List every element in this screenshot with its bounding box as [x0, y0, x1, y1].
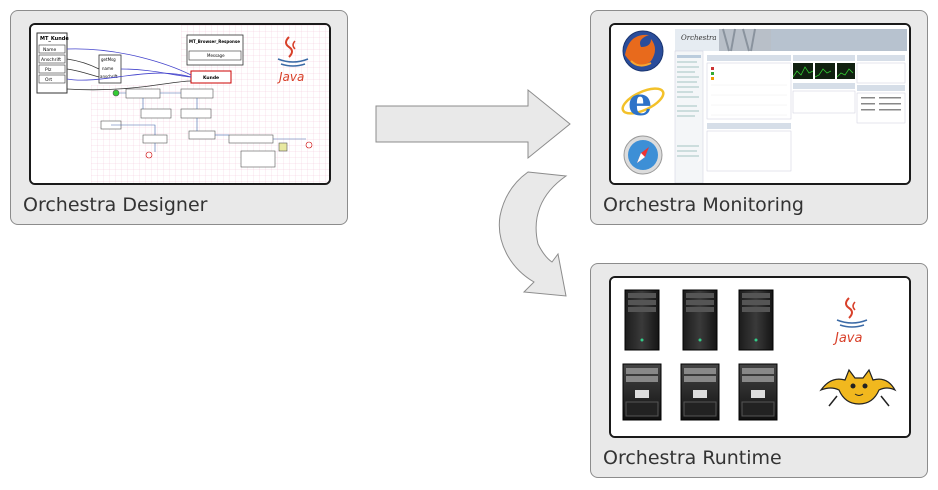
monitoring-panel: e Orchestra	[590, 10, 928, 225]
process-diagram: MT_Kunde Name Anschrift Plz Ort getMsg n…	[31, 25, 329, 183]
monitoring-caption: Orchestra Monitoring	[603, 194, 804, 216]
internet-explorer-icon: e	[621, 79, 665, 124]
entity-field: Name	[43, 47, 57, 53]
runtime-panel: Java Orchestra Runtime	[590, 263, 928, 478]
server-tower-icon	[682, 289, 718, 351]
server-tower-icon	[624, 289, 660, 351]
runtime-caption: Orchestra Runtime	[603, 447, 782, 469]
app-window: Orchestra	[674, 28, 907, 183]
designer-caption: Orchestra Designer	[23, 194, 208, 216]
runtime-infrastructure: Java	[611, 278, 909, 436]
monitoring-logo-text: Orchestra	[681, 34, 717, 42]
mapping-field: name	[102, 66, 114, 71]
safari-icon	[623, 135, 663, 175]
monitoring-view: e Orchestra	[611, 25, 909, 183]
response-box: MT_Browser_Response Message	[186, 34, 244, 66]
java-logo-text: Java	[277, 70, 304, 84]
runtime-screenshot: Java	[609, 276, 911, 438]
server-unit-icon	[622, 363, 662, 421]
server-unit-icon	[738, 363, 778, 421]
monitoring-screenshot: e Orchestra	[609, 23, 911, 185]
designer-screenshot: MT_Kunde Name Anschrift Plz Ort getMsg n…	[29, 23, 331, 185]
mapping-field: anschrift	[100, 74, 118, 79]
response-field: Message	[207, 53, 225, 58]
java-logo-text: Java	[832, 331, 862, 346]
designer-panel: MT_Kunde Name Anschrift Plz Ort getMsg n…	[10, 10, 348, 225]
server-unit-icon	[680, 363, 720, 421]
server-tower-icon	[738, 289, 774, 351]
entity-field: Ort	[45, 77, 52, 83]
firefox-icon	[622, 30, 664, 72]
response-title: MT_Browser_Response	[189, 39, 240, 44]
mapping-lines	[66, 48, 192, 91]
arrow-designer-to-monitoring	[375, 88, 571, 160]
process-connectors	[111, 92, 306, 152]
entity-title: MT_Kunde	[40, 36, 69, 42]
entity-field: Anschrift	[41, 57, 61, 63]
java-logo: Java	[277, 36, 309, 84]
entity-box: MT_Kunde Name Anschrift Plz Ort	[36, 32, 69, 94]
entity-field: Plz	[45, 67, 52, 73]
arrow-monitoring-to-runtime	[498, 171, 568, 297]
tomcat-icon	[819, 368, 897, 407]
target-label: Kunde	[203, 75, 219, 81]
svg-text:e: e	[628, 79, 652, 124]
target-box: Kunde	[190, 70, 232, 84]
mapping-title: getMsg	[101, 57, 116, 62]
java-logo: Java	[832, 297, 868, 346]
